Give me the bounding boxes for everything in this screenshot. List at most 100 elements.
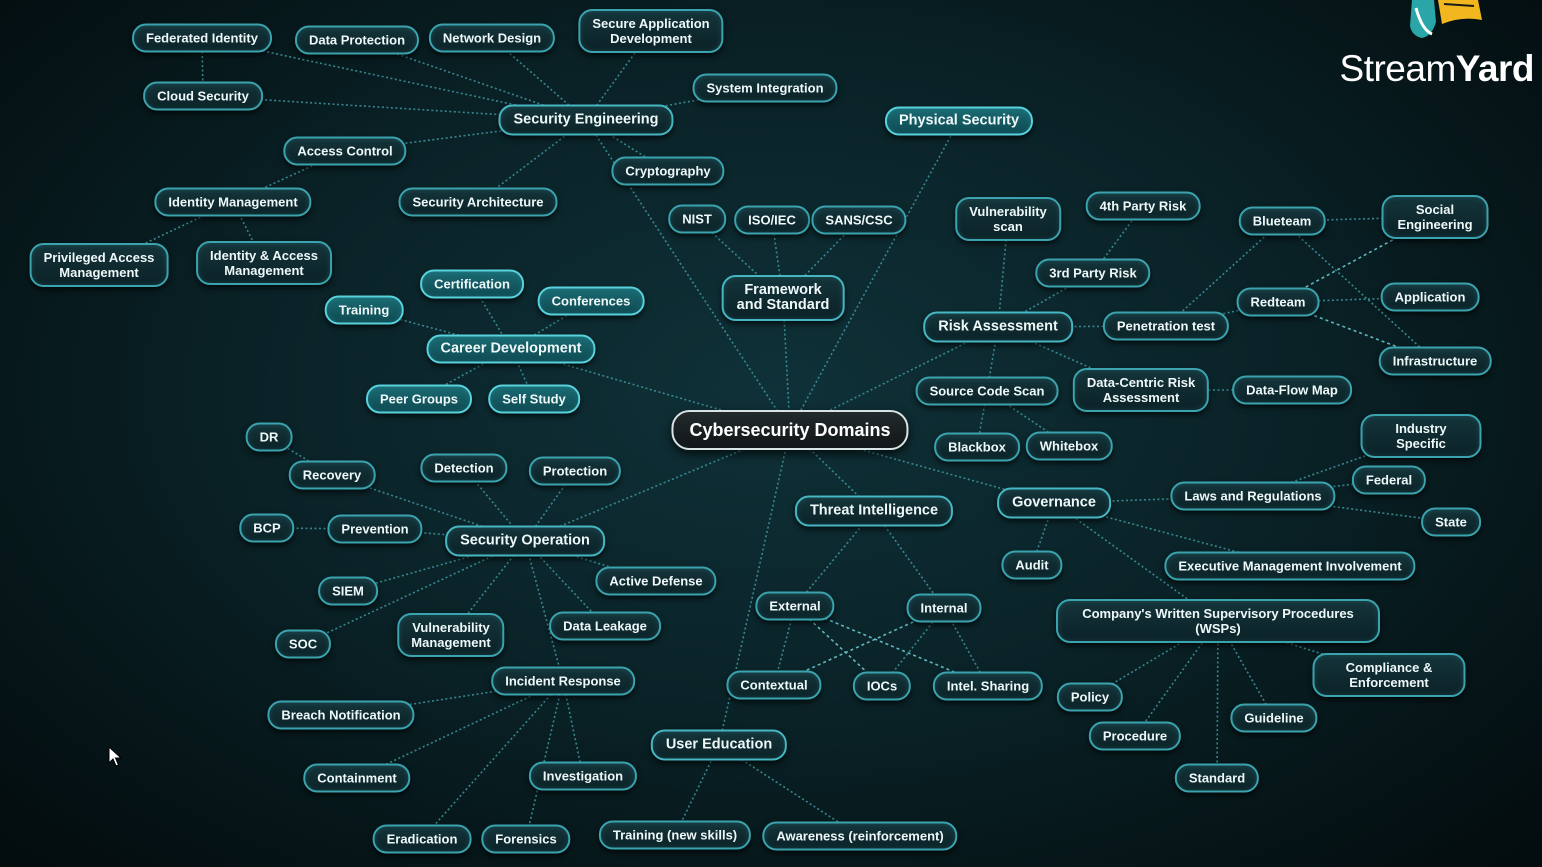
node-nist: NIST — [668, 204, 726, 234]
node-application: Application — [1380, 282, 1480, 312]
connector-written-supervisory-procedures-standard — [1216, 620, 1219, 779]
node-iocs: IOCs — [852, 671, 912, 701]
mouse-cursor-icon — [108, 746, 122, 767]
node-contextual: Contextual — [726, 670, 822, 700]
connector-security-operation-soc — [302, 540, 526, 645]
node-prevention: Prevention — [327, 514, 423, 544]
node-iso-iec: ISO/IEC — [734, 205, 810, 235]
connector-penetration-test-blueteam — [1165, 220, 1283, 327]
node-detection: Detection — [420, 453, 508, 483]
connector-blueteam-infrastructure — [1281, 220, 1436, 362]
node-external: External — [755, 591, 835, 621]
node-user-education: User Education — [650, 729, 788, 761]
logo-text-bold: Yard — [1455, 48, 1535, 89]
node-peer-groups: Peer Groups — [365, 384, 473, 414]
connector-security-operation-siem — [347, 540, 526, 592]
node-framework-and-standard: Framework and Standard — [721, 275, 845, 321]
node-threat-intelligence: Threat Intelligence — [794, 495, 954, 527]
node-security-architecture: Security Architecture — [398, 187, 558, 217]
connector-user-education-training-new-skills — [674, 744, 720, 836]
connector-intel-sharing-external — [794, 605, 989, 687]
node-bcp: BCP — [239, 513, 295, 543]
node-cloud-security: Cloud Security — [143, 81, 263, 111]
connector-incident-response-forensics — [525, 680, 564, 840]
node-4th-party-risk: 4th Party Risk — [1085, 191, 1201, 221]
node-redteam: Redteam — [1236, 287, 1320, 317]
node-incident-response: Incident Response — [491, 666, 635, 696]
streamyard-logo: StreamYard — [1339, 48, 1535, 90]
node-sans-csc: SANS/CSC — [811, 205, 907, 235]
node-audit: Audit — [1001, 550, 1063, 580]
node-policy: Policy — [1056, 682, 1124, 712]
node-3rd-party-risk: 3rd Party Risk — [1035, 258, 1151, 288]
node-governance: Governance — [997, 487, 1111, 519]
node-guideline: Guideline — [1230, 703, 1318, 733]
node-cryptography: Cryptography — [611, 156, 725, 186]
node-blueteam: Blueteam — [1238, 206, 1326, 236]
node-conferences: Conferences — [537, 286, 645, 316]
node-blackbox: Blackbox — [934, 432, 1020, 462]
node-protection: Protection — [528, 456, 622, 486]
node-recovery: Recovery — [288, 460, 376, 490]
node-dr: DR — [245, 422, 293, 452]
connector-recovery-dr — [268, 436, 333, 476]
node-industry-specific: Industry Specific — [1360, 414, 1482, 458]
node-procedure: Procedure — [1088, 721, 1182, 751]
connector-security-engineering-system-integration — [585, 87, 766, 121]
node-intel-sharing: Intel. Sharing — [932, 671, 1044, 701]
node-privileged-access-management: Privileged Access Management — [29, 243, 169, 287]
node-risk-assessment: Risk Assessment — [923, 311, 1073, 343]
node-career-development: Career Development — [426, 334, 596, 364]
node-investigation: Investigation — [528, 761, 638, 791]
connector-center-physical-security — [789, 120, 960, 431]
connector-internal-iocs — [881, 607, 945, 687]
node-security-operation: Security Operation — [445, 525, 605, 557]
node-network-design: Network Design — [428, 23, 556, 53]
node-state: State — [1421, 507, 1481, 537]
node-certification: Certification — [420, 269, 524, 299]
node-identity-management: Identity Management — [154, 187, 312, 217]
connector-threat-intelligence-internal — [873, 510, 945, 609]
node-data-flow-map: Data-Flow Map — [1232, 375, 1352, 405]
connector-risk-assessment-data-centric-risk-assessment — [997, 326, 1142, 391]
node-data-leakage: Data Leakage — [549, 611, 661, 641]
node-penetration-test: Penetration test — [1102, 311, 1230, 341]
node-federated-identity: Federated Identity — [132, 23, 272, 53]
node-secure-application-development: Secure Application Development — [578, 9, 724, 53]
node-laws-and-regulations: Laws and Regulations — [1170, 481, 1336, 511]
node-eradication: Eradication — [372, 824, 472, 854]
connector-center-security-engineering — [585, 119, 791, 431]
center-node: Cybersecurity Domains — [671, 410, 909, 450]
node-federal: Federal — [1351, 465, 1427, 495]
node-security-engineering: Security Engineering — [498, 104, 674, 136]
connector-incident-response-containment — [356, 680, 564, 779]
connector-security-operation-incident-response — [524, 540, 564, 682]
node-compliance-enforcement: Compliance & Enforcement — [1312, 653, 1466, 697]
node-self-study: Self Study — [488, 384, 580, 414]
node-vulnerability-management: Vulnerability Management — [397, 613, 505, 657]
node-training: Training — [324, 295, 404, 325]
node-siem: SIEM — [318, 576, 378, 606]
node-soc: SOC — [274, 629, 332, 659]
node-physical-security: Physical Security — [884, 106, 1034, 136]
node-infrastructure: Infrastructure — [1378, 346, 1492, 376]
logo-text-regular: Stream — [1339, 48, 1457, 89]
node-written-supervisory-procedures: Company's Written Supervisory Procedures… — [1056, 599, 1380, 643]
node-executive-management-involvement: Executive Management Involvement — [1164, 551, 1416, 581]
connector-center-security-operation — [524, 429, 791, 542]
node-whitebox: Whitebox — [1025, 431, 1113, 461]
node-social-engineering: Social Engineering — [1381, 195, 1489, 239]
node-data-protection: Data Protection — [294, 25, 420, 55]
node-vulnerability-scan: Vulnerability scan — [955, 197, 1061, 241]
streamyard-bird-icon — [1410, 0, 1482, 38]
connector-center-career-development — [510, 348, 791, 431]
node-system-integration: System Integration — [692, 73, 838, 103]
node-breach-notification: Breach Notification — [267, 700, 415, 730]
node-training-new-skills: Training (new skills) — [598, 820, 752, 850]
node-access-control: Access Control — [283, 136, 407, 166]
node-awareness-reinforcement: Awareness (reinforcement) — [762, 821, 958, 851]
connector-incident-response-eradication — [421, 680, 564, 840]
node-identity-access-management: Identity & Access Management — [196, 241, 332, 285]
node-data-centric-risk-assessment: Data-Centric Risk Assessment — [1072, 368, 1210, 412]
node-internal: Internal — [906, 593, 982, 623]
